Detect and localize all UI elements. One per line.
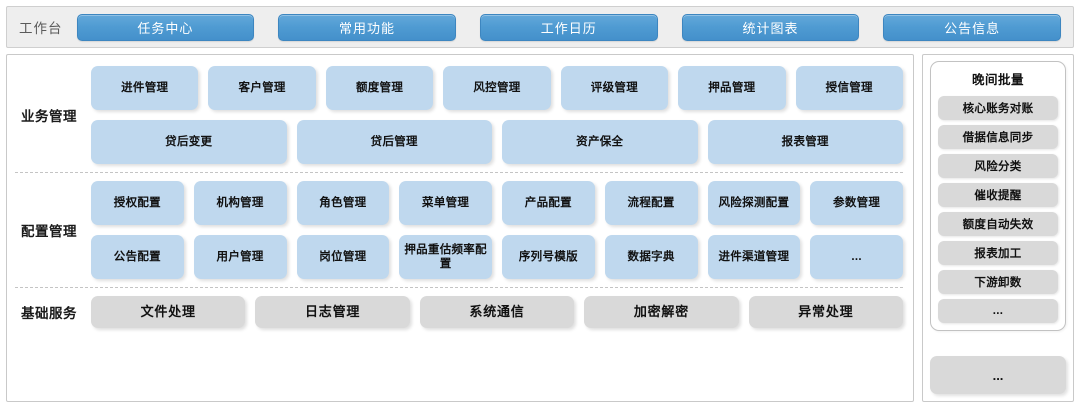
- section-business-management: 业务管理 进件管理 客户管理 额度管理 风控管理 评级管理 押品管理 授信管理 …: [15, 62, 903, 170]
- tab-statistics-chart[interactable]: 统计图表: [681, 13, 860, 41]
- tile-role-management[interactable]: 角色管理: [296, 181, 390, 225]
- tile-system-communication[interactable]: 系统通信: [419, 296, 575, 328]
- batch-item-core-accounting-reconciliation[interactable]: 核心账务对账: [938, 96, 1058, 120]
- tile-rating-management[interactable]: 评级管理: [560, 66, 669, 110]
- section-label-configuration: 配置管理: [21, 224, 77, 239]
- basic-services-tile-rows: 文件处理 日志管理 系统通信 加密解密 异常处理: [91, 296, 904, 328]
- tab-list: 任务中心 常用功能 工作日历 统计图表 公告信息: [76, 13, 1062, 41]
- right-panel-more-button[interactable]: ...: [930, 356, 1066, 394]
- tile-collateral-management[interactable]: 押品管理: [678, 66, 786, 110]
- batch-item-risk-classification[interactable]: 风险分类: [938, 154, 1058, 178]
- tile-announcement-config[interactable]: 公告配置: [91, 235, 184, 279]
- module-map-panel: 业务管理 进件管理 客户管理 额度管理 风控管理 评级管理 押品管理 授信管理 …: [6, 54, 914, 402]
- tab-task-center[interactable]: 任务中心: [76, 13, 255, 41]
- tile-risk-control-management[interactable]: 风控管理: [443, 66, 551, 110]
- tile-application-channel-management[interactable]: 进件渠道管理: [707, 235, 801, 279]
- top-navigation-bar: 工作台 任务中心 常用功能 工作日历 统计图表 公告信息: [6, 6, 1074, 48]
- tab-common-functions[interactable]: 常用功能: [278, 13, 456, 41]
- tile-parameter-management[interactable]: 参数管理: [810, 181, 903, 225]
- batch-item-credit-limit-auto-expiry[interactable]: 额度自动失效: [938, 212, 1058, 236]
- tile-encryption-decryption[interactable]: 加密解密: [584, 296, 739, 328]
- configuration-row-1: 授权配置 机构管理 角色管理 菜单管理 产品配置 流程配置 风险探测配置 参数管…: [91, 181, 903, 225]
- business-row-1: 进件管理 客户管理 额度管理 风控管理 评级管理 押品管理 授信管理: [91, 66, 903, 110]
- configuration-tile-rows: 授权配置 机构管理 角色管理 菜单管理 产品配置 流程配置 风险探测配置 参数管…: [91, 181, 903, 279]
- configuration-row-2: 公告配置 用户管理 岗位管理 押品重估频率配置 序列号模版 数据字典 进件渠道管…: [91, 235, 903, 279]
- tile-configuration-more[interactable]: ...: [810, 235, 903, 279]
- tile-product-config[interactable]: 产品配置: [502, 181, 595, 225]
- batch-item-more[interactable]: ...: [938, 299, 1058, 323]
- nightly-batch-card: 晚间批量 核心账务对账 借据信息同步 风险分类 催收提醒 额度自动失效 报表加工…: [930, 61, 1066, 331]
- tile-serial-number-template[interactable]: 序列号模版: [502, 235, 595, 279]
- tile-credit-limit-management[interactable]: 额度管理: [325, 66, 434, 110]
- section-label-basic-services: 基础服务: [21, 306, 77, 321]
- section-basic-services: 基础服务 文件处理 日志管理 系统通信 加密解密 异常处理: [15, 290, 904, 330]
- tile-user-management[interactable]: 用户管理: [193, 235, 287, 279]
- business-row-2: 贷后变更 贷后管理 资产保全 报表管理: [91, 120, 903, 164]
- tab-work-calendar[interactable]: 工作日历: [479, 13, 658, 41]
- tile-post-loan-management[interactable]: 贷后管理: [296, 120, 492, 164]
- page-title: 工作台: [19, 21, 63, 36]
- tile-asset-preservation[interactable]: 资产保全: [502, 120, 698, 164]
- basic-services-row-1: 文件处理 日志管理 系统通信 加密解密 异常处理: [91, 296, 904, 328]
- section-divider-2: [15, 287, 903, 288]
- tile-data-dictionary[interactable]: 数据字典: [604, 235, 698, 279]
- section-configuration-management: 配置管理 授权配置 机构管理 角色管理 菜单管理 产品配置 流程配置 风险探测配…: [15, 175, 903, 285]
- tile-menu-management[interactable]: 菜单管理: [399, 181, 492, 225]
- tab-announcements[interactable]: 公告信息: [883, 13, 1062, 41]
- tile-exception-handling[interactable]: 异常处理: [748, 296, 904, 328]
- tile-process-config[interactable]: 流程配置: [604, 181, 698, 225]
- section-divider-1: [15, 172, 903, 173]
- business-tile-rows: 进件管理 客户管理 额度管理 风控管理 评级管理 押品管理 授信管理 贷后变更 …: [91, 66, 903, 164]
- tile-position-management[interactable]: 岗位管理: [296, 235, 390, 279]
- right-side-panel: 晚间批量 核心账务对账 借据信息同步 风险分类 催收提醒 额度自动失效 报表加工…: [922, 54, 1074, 402]
- batch-item-downstream-data-unload[interactable]: 下游卸数: [938, 270, 1058, 294]
- tile-customer-management[interactable]: 客户管理: [208, 66, 316, 110]
- tile-authorization-config[interactable]: 授权配置: [91, 181, 184, 225]
- tile-report-management[interactable]: 报表管理: [707, 120, 903, 164]
- tile-risk-detection-config[interactable]: 风险探测配置: [707, 181, 801, 225]
- page-body: 业务管理 进件管理 客户管理 额度管理 风控管理 评级管理 押品管理 授信管理 …: [6, 54, 1074, 402]
- section-label-business: 业务管理: [21, 109, 77, 124]
- nightly-batch-title: 晚间批量: [971, 73, 1024, 87]
- batch-item-report-processing[interactable]: 报表加工: [938, 241, 1058, 265]
- tile-organization-management[interactable]: 机构管理: [193, 181, 287, 225]
- tile-application-management[interactable]: 进件管理: [91, 66, 199, 110]
- tile-credit-granting-management[interactable]: 授信管理: [795, 66, 903, 110]
- batch-item-collection-reminder[interactable]: 催收提醒: [938, 183, 1058, 207]
- tile-log-management[interactable]: 日志管理: [255, 296, 410, 328]
- tile-collateral-revaluation-frequency-config[interactable]: 押品重估频率配置: [399, 235, 492, 279]
- tile-post-loan-change[interactable]: 贷后变更: [91, 120, 287, 164]
- tile-file-processing[interactable]: 文件处理: [91, 296, 246, 328]
- batch-item-loan-document-sync[interactable]: 借据信息同步: [938, 125, 1058, 149]
